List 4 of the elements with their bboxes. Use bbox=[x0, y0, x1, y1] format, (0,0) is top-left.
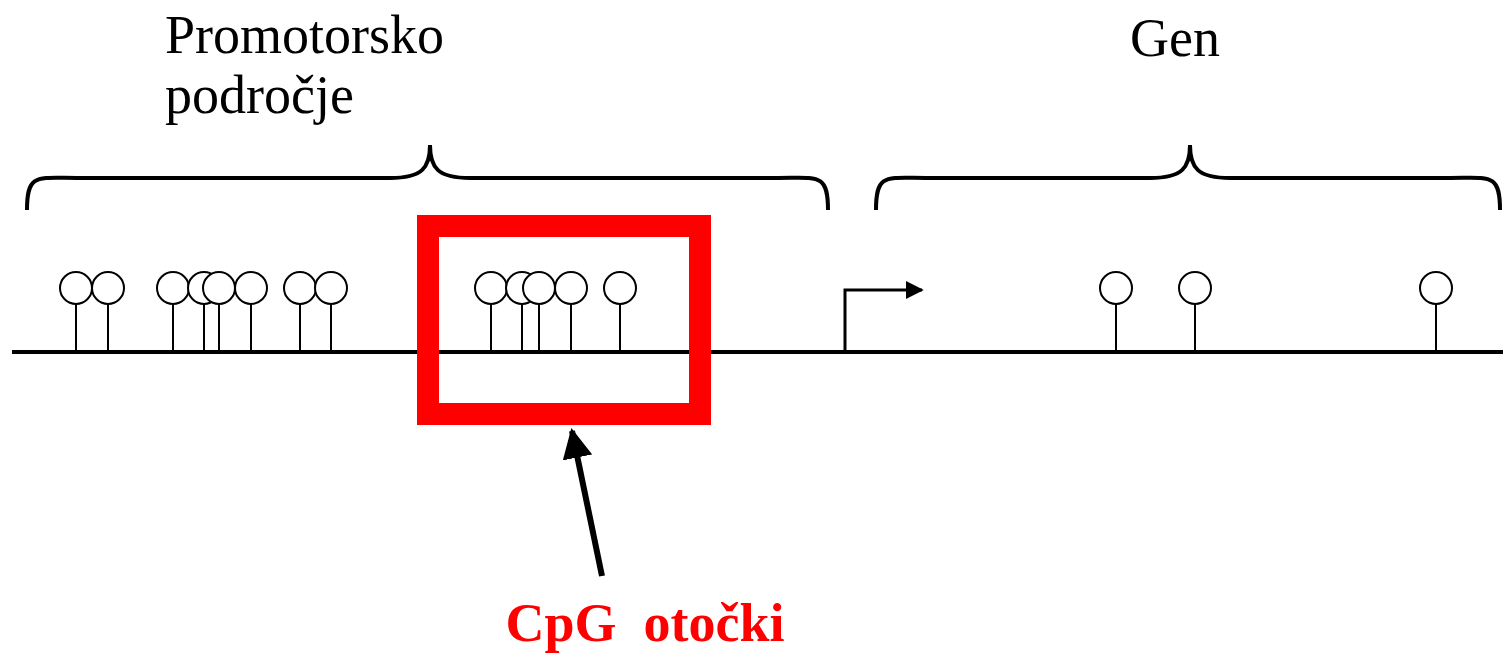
region-label: Promotorsko področje bbox=[165, 5, 446, 125]
leader-arrow bbox=[562, 428, 605, 577]
highlight-box bbox=[417, 215, 711, 425]
region-label: Gen bbox=[1129, 8, 1221, 68]
